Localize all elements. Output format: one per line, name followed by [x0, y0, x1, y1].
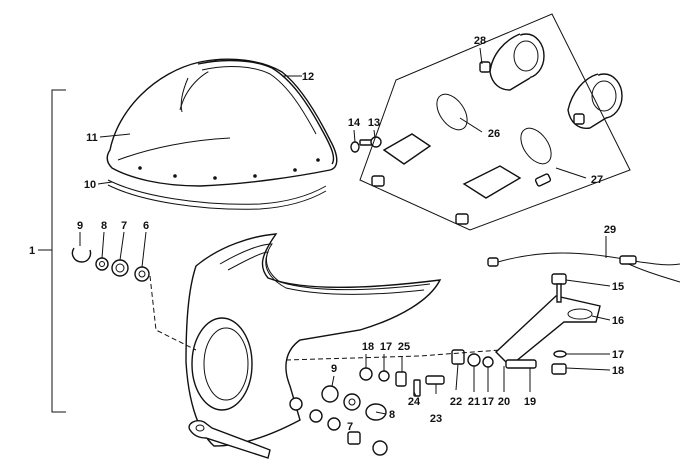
- callout-20: 20: [498, 396, 510, 408]
- tool-spanner: [188, 420, 271, 459]
- callout-17-mid: 17: [380, 341, 392, 353]
- speedometer-cable: [487, 252, 680, 283]
- gauge-ring-27: [520, 127, 552, 165]
- callout-18-mid: 18: [362, 341, 374, 353]
- callout-24: 24: [408, 396, 421, 408]
- callout-10: 10: [84, 179, 96, 191]
- screw-13: [359, 136, 382, 148]
- callout-6: 6: [143, 220, 149, 232]
- callout-28: 28: [474, 35, 486, 47]
- callout-27: 27: [591, 174, 603, 186]
- callout-1: 1: [29, 245, 35, 257]
- gauge-ring-26: [436, 93, 468, 131]
- callout-9-mid: 9: [331, 363, 337, 375]
- callout-19: 19: [524, 396, 536, 408]
- speedometer-gauge: [479, 33, 545, 91]
- gauge-subassembly-frame: [359, 13, 631, 231]
- gauge-bracket-lower: [455, 165, 552, 225]
- fairing-body: [185, 233, 442, 447]
- washer-14: [350, 141, 360, 153]
- callout-9-left: 9: [77, 220, 83, 232]
- dashed-guide-lower: [285, 349, 501, 361]
- callout-7-left: 7: [121, 220, 127, 232]
- fastener-group-upper: [71, 247, 150, 282]
- dashed-guide-upper: [149, 275, 197, 351]
- fastener-group-lower: [289, 349, 494, 456]
- bracket-16: [494, 295, 601, 369]
- callout-21: 21: [468, 396, 480, 408]
- callout-12: 12: [302, 71, 314, 83]
- callout-13: 13: [368, 117, 380, 129]
- nut-18-right: [551, 363, 567, 375]
- callout-18-right: 18: [612, 365, 624, 377]
- callout-22: 22: [450, 396, 462, 408]
- bolt-15: [551, 273, 567, 303]
- gauge-bracket-upper: [371, 133, 432, 187]
- callout-23: 23: [430, 413, 442, 425]
- callout-17-lower: 17: [482, 396, 494, 408]
- callout-26: 26: [488, 128, 500, 140]
- callout-14: 14: [348, 117, 361, 129]
- edge-strip: [107, 179, 327, 210]
- tachometer-gauge: [567, 73, 623, 129]
- callout-25: 25: [398, 341, 410, 353]
- callout-8-mid: 8: [389, 409, 395, 421]
- callout-8-left: 8: [101, 220, 107, 232]
- callout-15: 15: [612, 281, 624, 293]
- windscreen-trim: [180, 59, 335, 165]
- callout-11: 11: [86, 132, 98, 144]
- callout-17-right: 17: [612, 349, 624, 361]
- callout-29: 29: [604, 224, 616, 236]
- leader-lines: [38, 47, 611, 415]
- washer-17-right: [553, 350, 567, 358]
- callout-7-lower: 7: [347, 421, 353, 433]
- callout-labels: 1 12 11 10 14 13 28 26 27 9 8 7 6 29 15 …: [29, 35, 624, 433]
- callout-16: 16: [612, 315, 624, 327]
